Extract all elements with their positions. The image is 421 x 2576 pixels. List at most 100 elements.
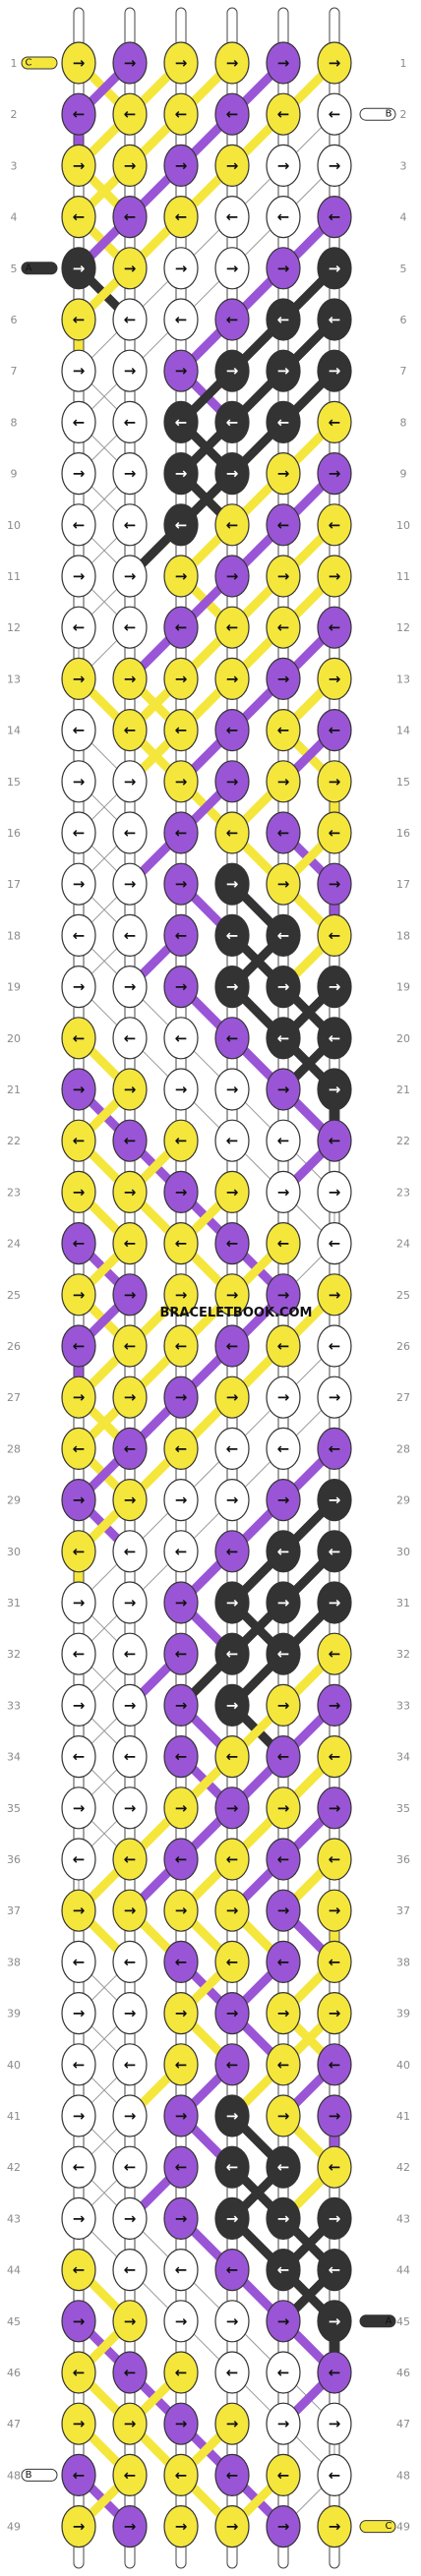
arrow-left-icon: ← [329,1543,341,1560]
arrow-left-icon: ← [124,105,137,123]
knot: ← [163,1838,199,1881]
row-number: 31 [396,1597,410,1610]
knot: ← [317,1119,352,1162]
knot: → [214,2300,250,2343]
knot: ← [214,811,250,854]
knot: ← [61,1838,96,1881]
arrow-left-icon: ← [73,208,86,226]
arrow-right-icon: → [73,567,86,585]
arrow-left-icon: ← [124,413,137,431]
knot-oval [214,965,250,1009]
knot-oval [163,1683,199,1727]
knot: → [266,2300,301,2343]
arrow-left-icon: ← [124,311,137,328]
knot-oval [112,1889,148,1932]
knot: → [317,1376,352,1419]
knot: ← [112,1530,148,1573]
knot: → [163,2505,199,2548]
knot: → [112,862,148,906]
knot: → [163,1376,199,1419]
row-number: 1 [11,57,18,70]
knot-oval [214,2196,250,2240]
row-number: 22 [396,1135,410,1147]
knot: → [266,1376,301,1419]
knot: ← [317,913,352,958]
knot-oval [163,1632,199,1675]
knot-oval [266,2505,301,2548]
knot: ← [112,1734,148,1779]
arrow-right-icon: → [226,2209,239,2227]
knot: ← [163,913,199,958]
knot-oval [266,1478,301,1522]
knot: → [112,2505,148,2548]
row-number: 25 [396,1289,410,1302]
arrow-left-icon: ← [277,1748,290,1766]
arrow-right-icon: → [226,1183,239,1200]
arrow-left-icon: ← [175,1953,188,1970]
knot-oval [112,1427,148,1471]
arrow-left-icon: ← [73,1337,86,1355]
row-number: 42 [396,2161,410,2174]
row-number: 20 [7,1032,21,1045]
arrow-right-icon: → [124,1594,137,1611]
knot: → [163,1581,199,1624]
knot: ← [214,1838,250,1881]
knot: → [317,1273,352,1317]
knot-oval [317,2351,352,2394]
arrow-left-icon: ← [277,311,290,328]
knot: ← [61,503,96,547]
arrow-right-icon: → [277,1183,290,1200]
arrow-right-icon: → [175,1799,188,1817]
knot-oval [214,1734,250,1779]
knot-oval [317,1221,352,1265]
knot: → [214,144,250,187]
knot: → [317,1581,352,1624]
knot-oval [112,1683,148,1727]
arrow-left-icon: ← [226,2158,239,2176]
arrow-right-icon: → [329,2518,341,2536]
arrow-left-icon: ← [329,2261,341,2279]
knot: → [317,965,352,1009]
knot: → [61,2300,96,2343]
knot: ← [214,1427,250,1471]
arrow-left-icon: ← [175,2158,188,2176]
row-number: 23 [7,1186,21,1199]
knot-oval [214,1170,250,1214]
arrow-left-icon: ← [175,618,188,636]
row-number: 34 [7,1751,21,1764]
knot-oval [266,1170,301,1214]
arrow-left-icon: ← [329,1645,341,1663]
arrow-right-icon: → [73,2005,86,2022]
knot-oval [61,1632,96,1675]
knot-oval [163,1734,199,1779]
knot-oval [163,1478,199,1522]
knot-oval [61,913,96,958]
knot-oval [266,2453,301,2496]
arrow-left-icon: ← [226,2364,239,2381]
arrow-left-icon: ← [73,413,86,431]
arrow-right-icon: → [329,1492,341,1509]
row-number: 41 [396,2110,410,2123]
knot: ← [317,2453,352,2496]
arrow-right-icon: → [329,1902,341,1919]
knot: → [112,1068,148,1111]
arrow-right-icon: → [226,1594,239,1611]
row-number: 32 [7,1648,21,1661]
knot: → [214,965,250,1009]
string-end-b: B [21,2468,58,2482]
arrow-left-icon: ← [277,208,290,226]
knot: → [317,2196,352,2240]
knot: → [214,452,250,496]
row-number: 49 [396,2521,410,2534]
knot: ← [61,1119,96,1162]
knot-oval [214,452,250,496]
knot-oval [317,1478,352,1522]
arrow-right-icon: → [277,1799,290,1817]
knot-oval [61,247,96,290]
string-end-letter: C [386,2521,392,2532]
row-number: 14 [7,725,21,737]
knot-oval [266,811,301,854]
knot-oval [61,1530,96,1573]
arrow-left-icon: ← [124,2466,137,2484]
knot-oval [214,1940,250,1984]
